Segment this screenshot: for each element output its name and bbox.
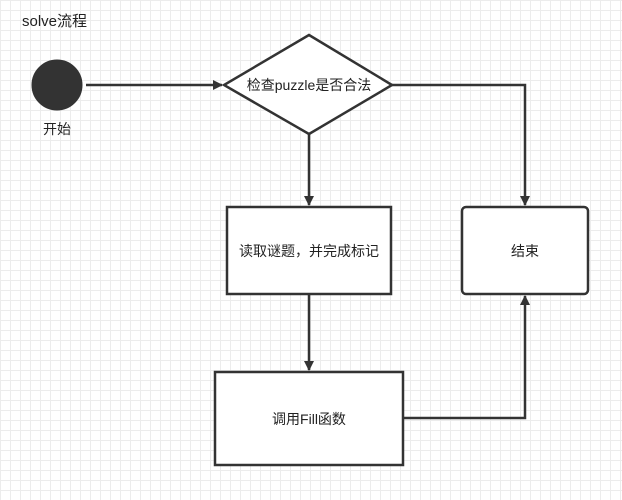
check-decision-node[interactable] (221, 33, 395, 136)
check-label: 检查puzzle是否合法 (246, 77, 372, 93)
end-label: 结束 (511, 243, 539, 259)
start-node[interactable] (31, 59, 83, 111)
start-label: 开始 (43, 121, 71, 137)
read-label: 读取谜题，并完成标记 (239, 243, 379, 259)
read-process-node[interactable] (225, 205, 393, 296)
edge-fill-to-end (403, 295, 530, 420)
edges (86, 80, 530, 420)
fill-label: 调用Fill函数 (272, 411, 346, 427)
diagram-title: solve流程 (22, 13, 88, 30)
edge-check-to-end (392, 83, 530, 206)
end-node[interactable] (460, 205, 590, 296)
nodes (31, 33, 590, 467)
fill-process-node[interactable] (213, 370, 405, 467)
